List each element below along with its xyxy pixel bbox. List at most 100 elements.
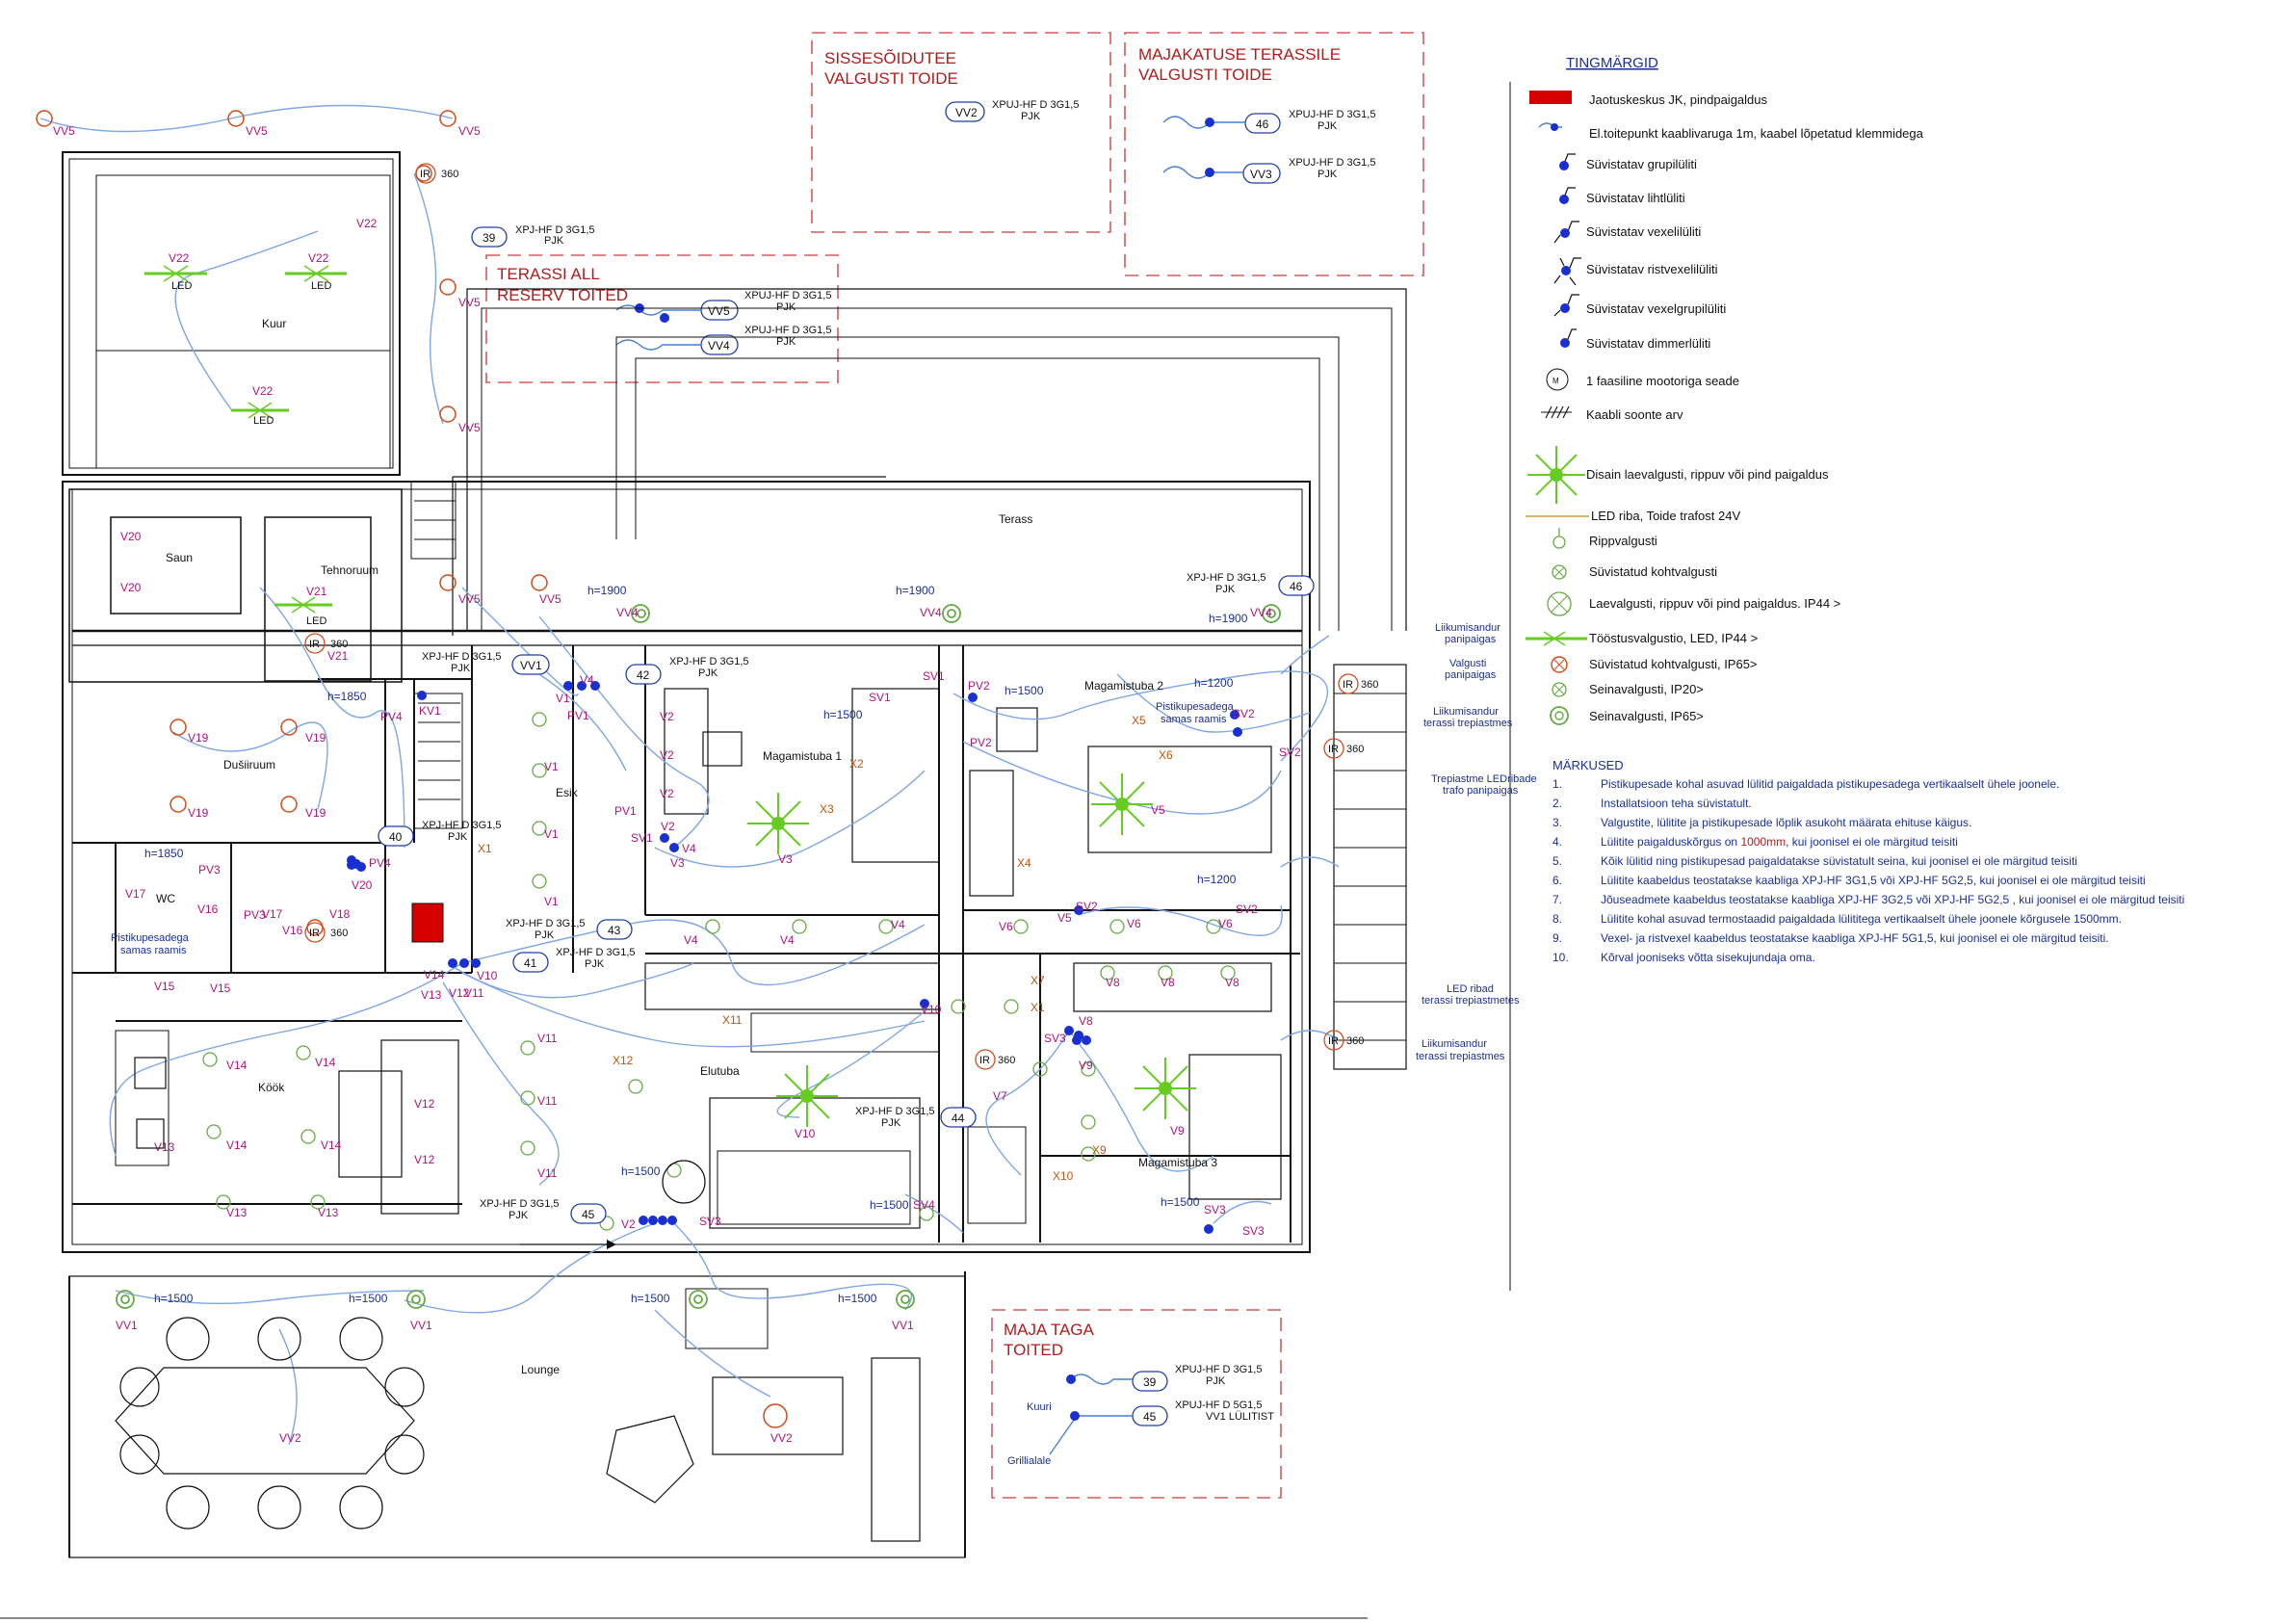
svg-text:PJK: PJK bbox=[881, 1117, 901, 1129]
behind-house-title-1: MAJA TAGA bbox=[1004, 1321, 1095, 1339]
circuit-43: 43 bbox=[608, 924, 621, 937]
svg-text:XPJ-HF D 3G1,5: XPJ-HF D 3G1,5 bbox=[855, 1106, 935, 1117]
terrace-roof-feed-1 bbox=[1162, 116, 1245, 129]
svg-text:PV3: PV3 bbox=[244, 908, 266, 922]
svg-text:V2: V2 bbox=[660, 710, 674, 723]
svg-text:V21: V21 bbox=[306, 585, 327, 598]
plan-cable-labels: XPJ-HF D 3G1,5 PJK XPJ-HF D 3G1,5 PJK XP… bbox=[422, 224, 1266, 1221]
legend-item-17: Seinavalgusti, IP20> bbox=[1589, 682, 1704, 696]
room-saun: Saun bbox=[166, 551, 193, 564]
svg-text:h=1500: h=1500 bbox=[823, 708, 863, 721]
room-tehnoruum: Tehnoruum bbox=[321, 563, 378, 577]
svg-text:Kõrval jooniseks võtta sisekuj: Kõrval jooniseks võtta sisekujundaja oma… bbox=[1601, 951, 1815, 964]
recessed-spot-icon bbox=[1552, 564, 1567, 580]
circuit-45: 45 bbox=[582, 1208, 595, 1221]
svg-text:X1: X1 bbox=[478, 842, 492, 855]
svg-text:V13: V13 bbox=[154, 1140, 175, 1154]
svg-text:h=1500: h=1500 bbox=[870, 1198, 909, 1212]
behind-house-box bbox=[991, 1309, 1282, 1499]
legend-item-15: Tööstusvalgustio, LED, IP44 > bbox=[1589, 631, 1758, 645]
svg-text:SV2: SV2 bbox=[1279, 746, 1301, 759]
svg-text:V14: V14 bbox=[321, 1138, 342, 1152]
svg-text:XPJ-HF D 3G1,5: XPJ-HF D 3G1,5 bbox=[669, 656, 749, 667]
svg-text:PV4: PV4 bbox=[369, 856, 391, 870]
svg-text:h=1900: h=1900 bbox=[587, 584, 627, 597]
cross-switch-icon bbox=[1553, 257, 1581, 286]
driveway-dest: PJK bbox=[1021, 111, 1041, 122]
legend-item-9: Kaabli soonte arv bbox=[1586, 407, 1683, 422]
behind-house-cable-2: XPUJ-HF D 5G1,5 bbox=[1175, 1400, 1262, 1411]
svg-text:VV5: VV5 bbox=[458, 296, 481, 309]
behind-house-label-kuuri: Kuuri bbox=[1027, 1401, 1052, 1413]
svg-text:PJK: PJK bbox=[448, 831, 468, 843]
svg-text:X5: X5 bbox=[1132, 714, 1146, 727]
panel-red-rect-icon bbox=[1529, 91, 1572, 104]
terrace-roof-circuit-2-tag bbox=[1242, 163, 1281, 184]
svg-text:V1: V1 bbox=[544, 827, 559, 841]
svg-text:LED: LED bbox=[311, 280, 331, 292]
svg-text:h=1500: h=1500 bbox=[349, 1292, 388, 1305]
legend-item-14: Laevalgusti, rippuv või pind paigaldus. … bbox=[1589, 596, 1840, 611]
wall-lights-orange bbox=[36, 110, 788, 1428]
svg-text:PJK: PJK bbox=[535, 929, 555, 941]
svg-text:X11: X11 bbox=[722, 1013, 743, 1027]
room-kook: Köök bbox=[258, 1081, 285, 1094]
svg-text:M: M bbox=[1552, 377, 1559, 385]
behind-house-feed-3 bbox=[1049, 1415, 1078, 1455]
svg-text:V17: V17 bbox=[125, 887, 146, 901]
svg-text:Pistikupesade kohal asuvad lül: Pistikupesade kohal asuvad lülitid paiga… bbox=[1601, 777, 2059, 791]
svg-text:h=1200: h=1200 bbox=[1194, 676, 1234, 690]
room-magamistuba-1: Magamistuba 1 bbox=[763, 749, 842, 763]
changeover-switch-icon bbox=[1553, 221, 1579, 244]
wall-lights-ip65 bbox=[116, 604, 1281, 1309]
circuit-tags bbox=[378, 226, 1315, 1224]
svg-text:VV1: VV1 bbox=[410, 1319, 432, 1332]
terrace-reserve-title-1: TERASSI ALL bbox=[497, 265, 600, 283]
svg-text:10.: 10. bbox=[1552, 951, 1569, 964]
recessed-spots-green bbox=[202, 712, 1236, 1231]
svg-text:PV1: PV1 bbox=[567, 709, 589, 722]
svg-text:360: 360 bbox=[330, 928, 348, 939]
svg-text:V2: V2 bbox=[621, 1217, 636, 1231]
industrial-led-lights bbox=[144, 265, 347, 614]
svg-text:V11: V11 bbox=[537, 1166, 558, 1180]
legend-item-8: 1 faasiline mootoriga seade bbox=[1586, 374, 1739, 388]
svg-text:V12: V12 bbox=[414, 1097, 435, 1111]
terrace-reserve-title-2: RESERV TOITED bbox=[497, 286, 628, 304]
room-lounge: Lounge bbox=[521, 1363, 560, 1376]
svg-text:LED ribad: LED ribad bbox=[1447, 983, 1494, 995]
legend-item-10: Disain laevalgusti, rippuv või pind paig… bbox=[1586, 467, 1829, 482]
svg-text:h=1900: h=1900 bbox=[896, 584, 935, 597]
changeover-group-switch-icon bbox=[1553, 294, 1579, 317]
legend-item-1: El.toitepunkt kaablivaruga 1m, kaabel lõ… bbox=[1589, 126, 1924, 141]
svg-text:SV2: SV2 bbox=[1233, 707, 1255, 720]
svg-text:X3: X3 bbox=[820, 802, 834, 816]
svg-text:SV2: SV2 bbox=[1076, 900, 1098, 913]
behind-house-dest-2: VV1 LÜLITIST bbox=[1206, 1411, 1274, 1423]
svg-text:panipaigas: panipaigas bbox=[1445, 634, 1497, 645]
svg-text:V4: V4 bbox=[682, 842, 696, 855]
svg-text:V13: V13 bbox=[318, 1206, 339, 1219]
svg-text:X10: X10 bbox=[1053, 1169, 1074, 1183]
svg-text:XPJ-HF D 3G1,5: XPJ-HF D 3G1,5 bbox=[422, 651, 502, 663]
legend-title: TINGMÄRGID bbox=[1566, 55, 1658, 71]
svg-text:PV2: PV2 bbox=[968, 679, 990, 693]
svg-text:V22: V22 bbox=[169, 251, 190, 265]
legend-item-5: Süvistatav ristvexelilüliti bbox=[1586, 262, 1718, 276]
svg-text:LED: LED bbox=[171, 280, 192, 292]
svg-text:V16: V16 bbox=[282, 924, 303, 937]
svg-text:VV4: VV4 bbox=[616, 606, 639, 619]
svg-text:V8: V8 bbox=[1225, 976, 1239, 989]
behind-house-feed-1 bbox=[1070, 1373, 1133, 1385]
svg-text:h=1500: h=1500 bbox=[154, 1292, 194, 1305]
svg-text:XPJ-HF D 3G1,5: XPJ-HF D 3G1,5 bbox=[480, 1198, 560, 1210]
terrace-roof-title-2: VALGUSTI TOIDE bbox=[1138, 65, 1272, 84]
terrace-roof-cable-2: XPUJ-HF D 3G1,5 bbox=[1289, 157, 1375, 169]
svg-text:V15: V15 bbox=[154, 980, 175, 993]
room-labels: Kuur Saun Tehnoruum Dušiiruum WC Esik Ma… bbox=[156, 317, 1217, 1376]
svg-text:V19: V19 bbox=[305, 731, 326, 745]
svg-text:VV5: VV5 bbox=[53, 124, 75, 138]
svg-text:Lülitite kohal asuvad termosta: Lülitite kohal asuvad termostaadid paiga… bbox=[1601, 912, 2122, 926]
wall-light-ip65-icon bbox=[1550, 706, 1569, 725]
svg-text:V9: V9 bbox=[1170, 1124, 1185, 1138]
